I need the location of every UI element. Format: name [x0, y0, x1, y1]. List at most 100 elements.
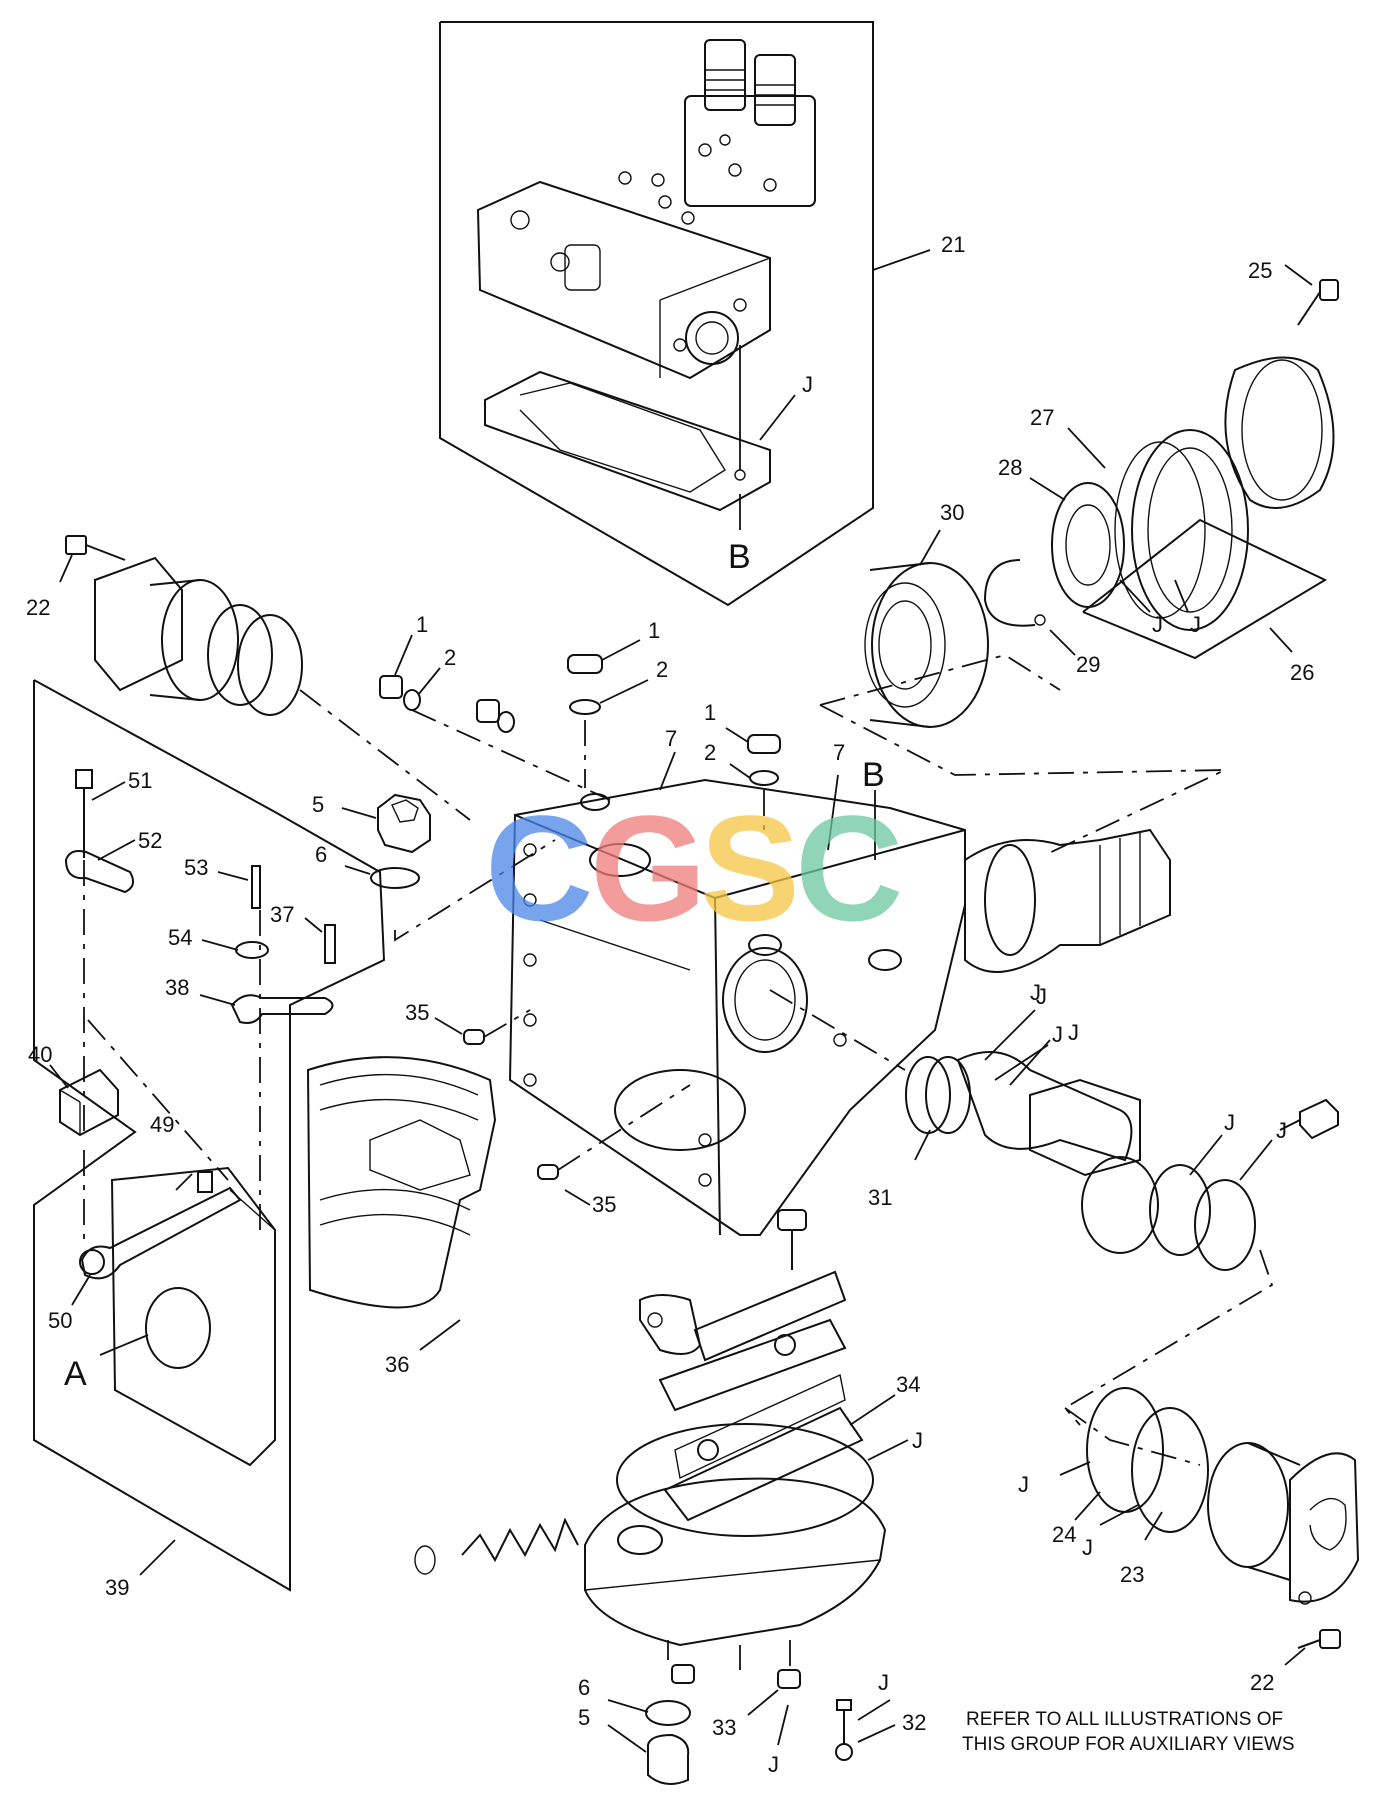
callout-37: 37 — [270, 902, 294, 927]
callout-1-c: 1 — [704, 700, 716, 725]
valve-assembly-frame-21: 21 J B — [439, 21, 965, 607]
o-ring-set-drawing — [618, 171, 695, 225]
end-plate-drawing — [584, 1477, 887, 1647]
auxiliary-views-note: REFER TO ALL ILLUSTRATIONS OF THIS GROUP… — [962, 1709, 1295, 1755]
callout-j-extra-a: J — [1030, 980, 1041, 1005]
callout-22-left: 22 — [26, 595, 50, 620]
callout-7-b: 7 — [833, 740, 845, 765]
valve-body-drawing — [476, 180, 771, 380]
lever-group-frame-39: 51 52 53 54 37 38 40 — [28, 679, 386, 1600]
callout-39: 39 — [105, 1575, 129, 1600]
callout-j-piston-c: J — [1224, 1110, 1235, 1135]
callout-27: 27 — [1030, 405, 1054, 430]
callout-21: 21 — [941, 232, 965, 257]
callout-7-a: 7 — [665, 726, 677, 751]
seal-27-drawing — [1114, 429, 1249, 631]
callout-6-a: 6 — [315, 842, 327, 867]
callout-31: 31 — [868, 1185, 892, 1210]
note-line-2: THIS GROUP FOR AUXILIARY VIEWS — [962, 1734, 1295, 1755]
pin-53-drawing — [251, 865, 261, 909]
callout-50: 50 — [48, 1308, 72, 1333]
callout-49: 49 — [150, 1112, 174, 1137]
block-40-drawing — [59, 1068, 119, 1137]
view-marker-a: A — [64, 1355, 87, 1393]
callout-23: 23 — [1120, 1562, 1144, 1587]
gasket-drawing — [484, 370, 771, 512]
bearing-shells-36-drawing — [306, 1056, 497, 1309]
callout-29: 29 — [1076, 652, 1100, 677]
callout-j-valve: J — [802, 372, 813, 397]
bolt-25-top-drawing — [1297, 279, 1339, 326]
callout-26: 26 — [1290, 660, 1314, 685]
swashplate-drawing — [639, 1209, 864, 1522]
pump-housing-drawing — [508, 778, 966, 1236]
callout-j-piston-a: J — [1036, 984, 1047, 1009]
callout-33: 33 — [712, 1715, 736, 1740]
o-rings-23-24-drawing — [1086, 1387, 1209, 1533]
callout-1-a: 1 — [416, 612, 428, 637]
callout-5-a: 5 — [312, 792, 324, 817]
link-38-drawing — [230, 994, 334, 1024]
callout-j-32: J — [878, 1670, 889, 1695]
callout-52: 52 — [138, 828, 162, 853]
callout-j-bearing-b: J — [1190, 612, 1201, 637]
end-cap-left-drawing — [65, 535, 303, 716]
callout-32: 32 — [902, 1710, 926, 1735]
plugs-top-drawing — [379, 654, 781, 786]
washer-54-drawing — [235, 941, 269, 959]
snap-ring-29-drawing — [983, 559, 1046, 627]
callout-1-b: 1 — [648, 618, 660, 643]
callout-6-b: 6 — [578, 1675, 590, 1700]
watermark-letter-c2: C — [795, 784, 903, 952]
cgsc-watermark: C G S C — [485, 784, 903, 952]
callout-36: 36 — [385, 1352, 409, 1377]
spring-drawing — [414, 1517, 579, 1575]
callout-j-23: J — [1082, 1535, 1093, 1560]
plate-52-drawing — [64, 850, 135, 894]
plug-5-ring-6-drawing — [370, 793, 431, 889]
callout-53: 53 — [184, 855, 208, 880]
solenoid-valve-drawing — [684, 39, 816, 207]
callout-j-24: J — [1018, 1472, 1029, 1497]
watermark-letter-g: G — [590, 784, 707, 952]
lever-housing-drawing — [79, 1166, 276, 1467]
callout-j-extra-b: J — [1068, 1020, 1079, 1045]
bolt-51-drawing — [75, 769, 93, 858]
callout-j-bearing-a: J — [1152, 612, 1163, 637]
view-marker-b-body: B — [862, 756, 885, 794]
callout-2-a: 2 — [444, 645, 456, 670]
end-cap-right-drawing — [1207, 1442, 1360, 1649]
bottom-plugs-drawing — [645, 1664, 853, 1785]
callout-34: 34 — [896, 1372, 920, 1397]
callout-j-cradle: J — [912, 1428, 923, 1453]
callout-38: 38 — [165, 975, 189, 1000]
pin-37-drawing — [324, 924, 336, 964]
watermark-letter-s: S — [700, 784, 800, 952]
servo-piston-31-drawing — [905, 1051, 1256, 1271]
callout-5-b: 5 — [578, 1705, 590, 1730]
plate-26-drawing — [1224, 356, 1335, 509]
callout-30: 30 — [940, 500, 964, 525]
callout-2-b: 2 — [656, 657, 668, 682]
callout-35-b: 35 — [592, 1192, 616, 1217]
drive-shaft-drawing — [964, 828, 1171, 973]
o-ring-34-drawing — [616, 1423, 874, 1537]
roller-bearing-30-drawing — [864, 562, 989, 728]
callout-22-right: 22 — [1250, 1670, 1274, 1695]
callout-j-piston-d: J — [1276, 1118, 1287, 1143]
callout-35-a: 35 — [405, 1000, 429, 1025]
bolt-25-drawing — [1279, 1098, 1339, 1140]
note-line-1: REFER TO ALL ILLUSTRATIONS OF — [966, 1709, 1283, 1730]
watermark-letter-c1: C — [485, 784, 593, 952]
view-marker-b-top: B — [728, 538, 751, 576]
callout-j-piston-b: J — [1052, 1022, 1063, 1047]
callout-2-c: 2 — [704, 740, 716, 765]
callout-40: 40 — [28, 1042, 52, 1067]
callout-54: 54 — [168, 925, 192, 950]
callout-51: 51 — [128, 768, 152, 793]
callout-25: 25 — [1248, 258, 1272, 283]
callout-j-33: J — [768, 1752, 779, 1777]
callout-28: 28 — [998, 455, 1022, 480]
callout-24: 24 — [1052, 1522, 1076, 1547]
